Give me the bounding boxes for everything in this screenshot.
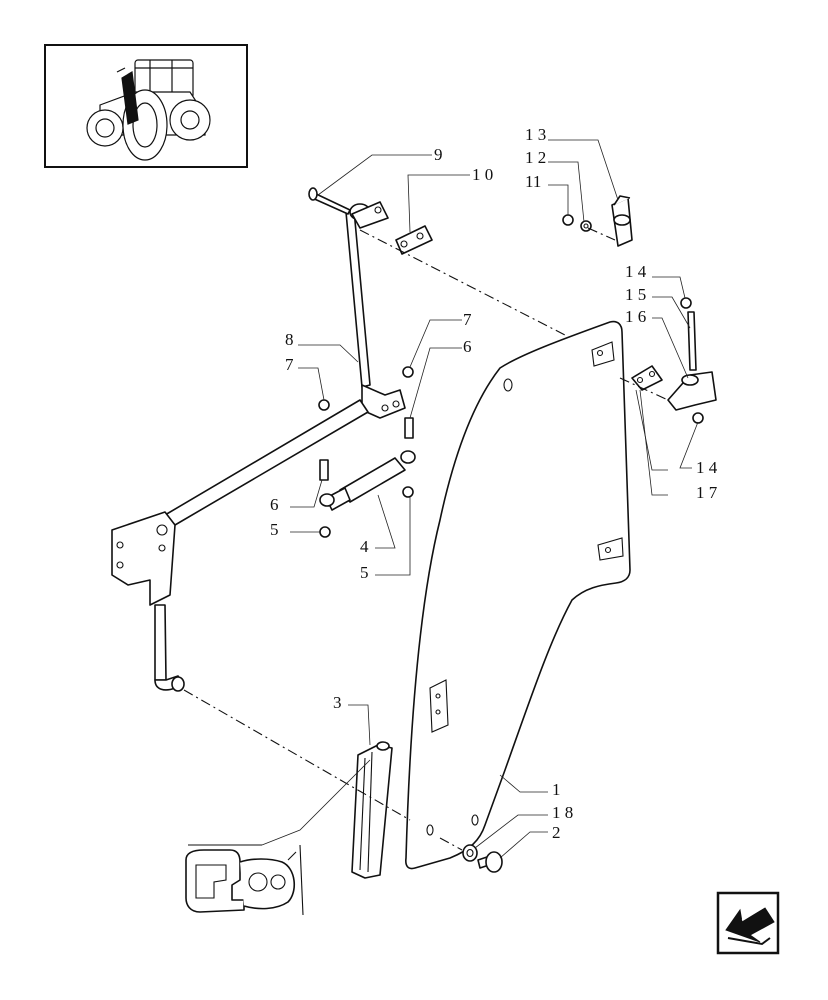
previous-page-arrow-button[interactable] — [716, 891, 780, 955]
callout-14-top: 1 4 — [625, 262, 647, 281]
callout-5-left: 5 — [270, 520, 279, 539]
callout-14-bottom: 1 4 — [696, 458, 718, 477]
callout-18: 1 8 — [552, 803, 573, 822]
callout-8: 8 — [285, 330, 294, 349]
callout-6-right: 6 — [463, 337, 472, 356]
callout-7-right: 7 — [463, 310, 472, 329]
callout-3: 3 — [333, 693, 342, 712]
door-frame-tube — [111, 201, 406, 692]
tractor-thumbnail — [44, 44, 248, 168]
callout-9: 9 — [434, 145, 443, 164]
hinge-bolt — [308, 187, 351, 215]
gas-strut-assembly — [318, 366, 416, 538]
callout-5-right: 5 — [360, 563, 369, 582]
seal-cross-section-detail — [185, 844, 304, 916]
lower-hinge-assembly — [631, 297, 717, 424]
callout-10: 1 0 — [472, 165, 493, 184]
assembly-axis-lines — [183, 227, 669, 851]
door-seal-profile — [351, 741, 393, 879]
callout-11: 11 — [525, 172, 541, 191]
callout-labels: 9 1 0 1 3 1 2 11 1 4 1 5 1 6 8 7 7 6 6 1… — [270, 125, 718, 842]
callout-7-left: 7 — [285, 355, 294, 374]
door-glass-panel — [405, 320, 631, 870]
callout-12: 1 2 — [525, 148, 546, 167]
callout-1: 1 — [552, 780, 561, 799]
callout-leader-lines — [261, 139, 699, 859]
upper-hinge-assembly — [562, 195, 633, 247]
tractor-icon — [86, 59, 211, 161]
callout-15: 1 5 — [625, 285, 646, 304]
callout-6-left: 6 — [270, 495, 279, 514]
arrow-down-left-icon — [725, 904, 775, 946]
spacer-plate — [395, 225, 433, 255]
knob-and-washer — [462, 844, 503, 873]
callout-16: 1 6 — [625, 307, 646, 326]
callout-13: 1 3 — [525, 125, 546, 144]
callout-17: 1 7 — [696, 483, 718, 502]
callout-2: 2 — [552, 823, 561, 842]
callout-4: 4 — [360, 537, 369, 556]
